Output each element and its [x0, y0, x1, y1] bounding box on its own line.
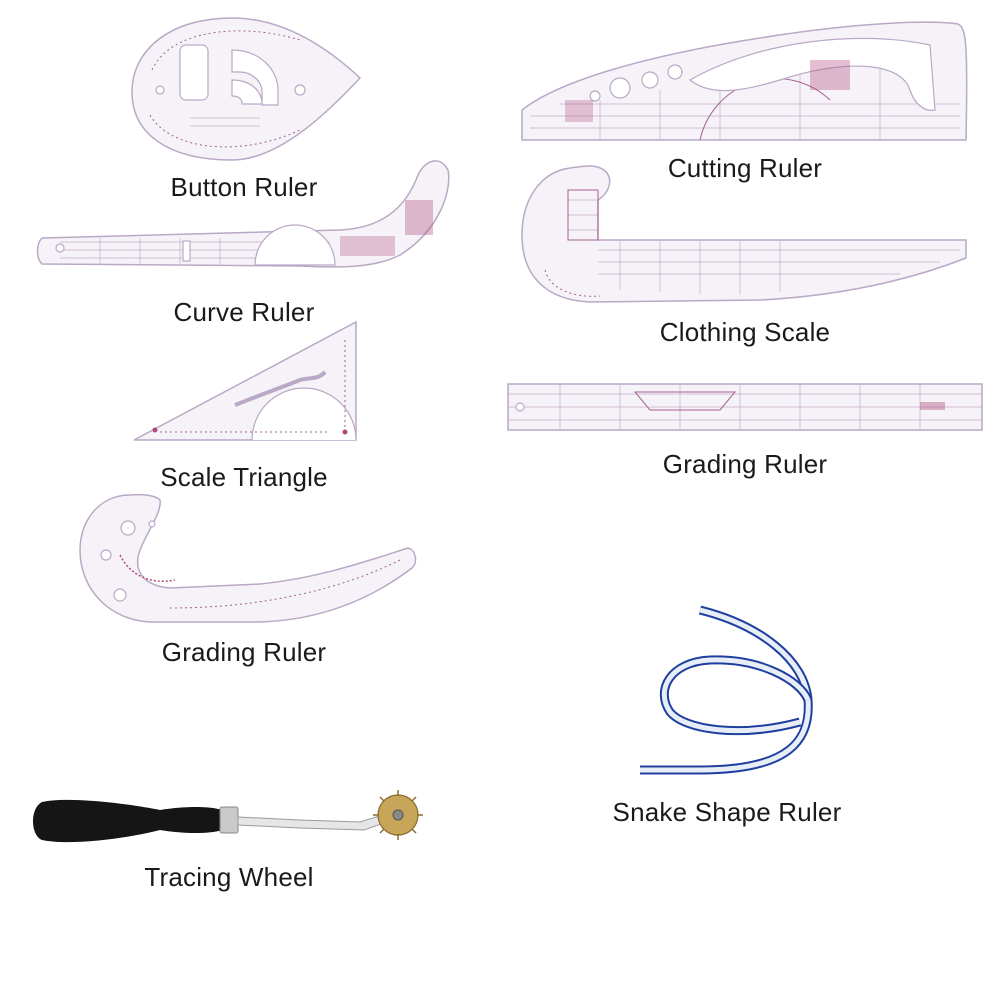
grading-ruler-straight-label: Grading Ruler [662, 449, 828, 479]
button-ruler-label: Button Ruler [170, 172, 318, 202]
tracing-wheel-label: Tracing Wheel [144, 862, 314, 892]
scale-triangle-label: Scale Triangle [160, 462, 328, 492]
grading-ruler-curved-label: Grading Ruler [161, 637, 327, 667]
cutting-ruler-label: Cutting Ruler [667, 153, 823, 183]
clothing-scale-label: Clothing Scale [659, 317, 831, 347]
curve-ruler-label: Curve Ruler [173, 297, 315, 327]
snake-shape-ruler-label: Snake Shape Ruler [612, 797, 842, 827]
tracing-wheel-head [373, 790, 423, 840]
